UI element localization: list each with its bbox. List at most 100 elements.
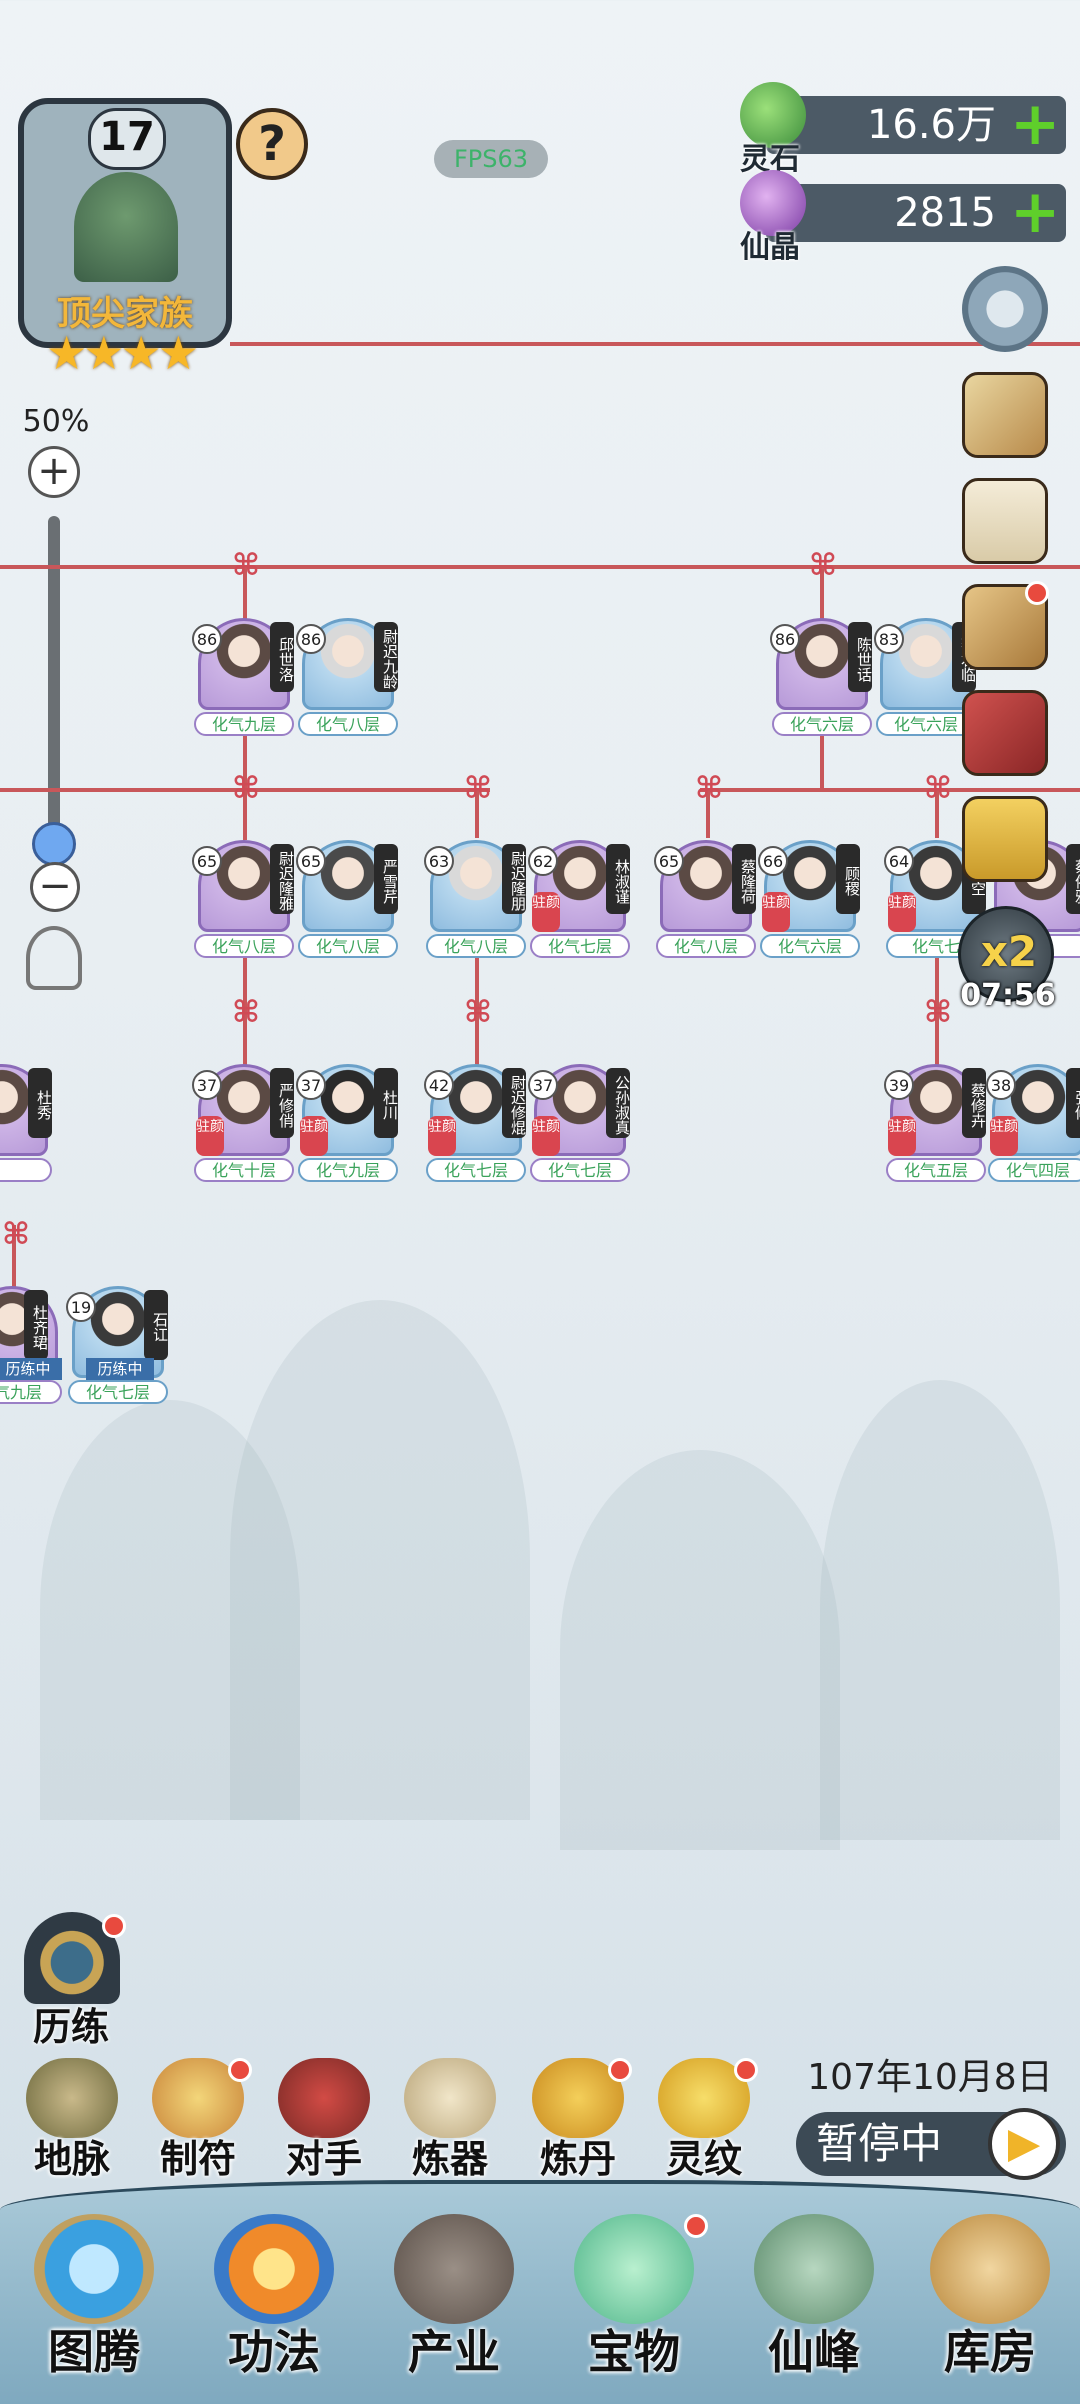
member-age: 37 — [296, 1070, 326, 1100]
member-name: 公孙淑真 — [606, 1068, 630, 1138]
member-rank: 一层 — [0, 1158, 52, 1182]
nav-treasure-button[interactable]: 宝物 — [544, 2214, 724, 2379]
menu-forge-button[interactable]: 炼器 — [394, 2058, 506, 2181]
family-member-card[interactable]: 37 公孙淑真 驻颜 化气七层 — [528, 1064, 632, 1184]
family-member-card[interactable]: 65 严雪芹 化气八层 — [296, 840, 400, 960]
family-member-card[interactable]: 37 杜川 驻颜 化气九层 — [296, 1064, 400, 1184]
family-level-badge: 17 — [88, 108, 166, 170]
menu-earth-vein-button[interactable]: 地脉 — [16, 2058, 128, 2181]
speed-multiplier: x2 — [980, 927, 1038, 976]
member-name: 尉迟隆雅 — [270, 844, 294, 914]
training-button[interactable]: 历练 — [16, 1912, 126, 2049]
family-member-card[interactable]: 63 尉迟隆朋 化气八层 — [424, 840, 528, 960]
scroll-quest-icon[interactable] — [962, 581, 1049, 670]
play-icon[interactable]: ▶ — [988, 2108, 1060, 2180]
notification-dot — [684, 2214, 708, 2238]
member-age: 37 — [528, 1070, 558, 1100]
member-age: 86 — [770, 624, 800, 654]
family-member-card[interactable]: 86 陈世话 化气六层 — [770, 618, 874, 738]
zoom-in-button[interactable]: + — [28, 446, 80, 498]
scroll-map-icon[interactable] — [962, 372, 1048, 458]
menu-rival-button[interactable]: 对手 — [268, 2058, 380, 2181]
family-member-card[interactable]: 86 邱世洛 化气九层 — [192, 618, 296, 738]
family-member-card[interactable]: 65 尉迟隆雅 化气八层 — [192, 840, 296, 960]
peak-mountain-icon — [754, 2214, 874, 2324]
marriage-knot-icon: ⌘ — [924, 995, 952, 1030]
member-name: 杜川 — [374, 1068, 398, 1138]
family-member-card[interactable]: 19 石讧 历练中 化气七层 — [66, 1286, 170, 1406]
zoom-out-button[interactable]: − — [30, 862, 80, 912]
tree-line — [706, 788, 710, 838]
red-book-icon[interactable] — [962, 690, 1048, 776]
family-member-card[interactable]: 42 尉迟修焜 驻颜 化气七层 — [424, 1064, 528, 1184]
zoom-slider-track[interactable] — [48, 516, 60, 844]
member-rank: 化气九层 — [194, 712, 294, 736]
nav-industry-button[interactable]: 产业 — [364, 2214, 544, 2379]
menu-alchemy-button[interactable]: 炼丹 — [522, 2058, 634, 2181]
add-immortal-crystal-button[interactable]: + — [1010, 177, 1061, 247]
nav-label: 宝物 — [588, 2325, 680, 2379]
menu-spirit-pattern-button[interactable]: 灵纹 — [648, 2058, 760, 2181]
marriage-knot-icon: ⌘ — [232, 771, 260, 806]
nav-peak-button[interactable]: 仙峰 — [724, 2214, 904, 2379]
location-pin-icon[interactable] — [26, 926, 82, 990]
nav-totem-button[interactable]: 图腾 — [4, 2214, 184, 2379]
family-stars: ★★★★ — [46, 326, 199, 380]
family-member-card[interactable]: 杜齐珺 历练中 气九层 — [0, 1286, 64, 1406]
member-rank: 化气八层 — [194, 934, 294, 958]
family-member-card[interactable]: 66 顾稷 驻颜 化气六层 — [758, 840, 862, 960]
plaque-icon[interactable] — [962, 796, 1048, 882]
family-member-card[interactable]: 37 严修俏 驻颜 化气十层 — [192, 1064, 296, 1184]
member-name: 尉迟修焜 — [502, 1068, 526, 1138]
member-name: 严修俏 — [270, 1068, 294, 1138]
family-member-card[interactable]: 83 蔡君临 化气六层 — [874, 618, 978, 738]
member-age: 39 — [884, 1070, 914, 1100]
member-rank: 化气十层 — [194, 1158, 294, 1182]
taiji-settings-icon[interactable] — [962, 266, 1048, 352]
immortal-crystal-value: 2815 — [894, 190, 996, 236]
immortal-crystal-bar: 仙晶 2815 + — [740, 170, 1066, 265]
speed-boost-button[interactable]: x2 — [958, 906, 1054, 1002]
zoom-slider-handle[interactable] — [32, 822, 76, 866]
member-rank: 化气八层 — [656, 934, 756, 958]
menu-talisman-button[interactable]: 制符 — [142, 2058, 254, 2181]
notification-dot — [102, 1914, 126, 1938]
tree-line — [0, 565, 1080, 569]
family-member-card[interactable]: 86 尉迟九龄 化气八层 — [296, 618, 400, 738]
family-emblem[interactable]: 17 顶尖家族 — [18, 98, 232, 348]
member-age: 65 — [654, 846, 684, 876]
family-member-card[interactable]: 65 蔡隆荷 化气八层 — [654, 840, 758, 960]
nav-storehouse-button[interactable]: 库房 — [900, 2214, 1080, 2379]
nav-technique-button[interactable]: 功法 — [184, 2214, 364, 2379]
member-name: 林淑谨 — [606, 844, 630, 914]
member-name: 蔡隆荷 — [732, 844, 756, 914]
member-rank: 化气六层 — [876, 712, 976, 736]
family-member-card[interactable]: 杜秀 一层 — [0, 1064, 54, 1184]
member-name: 张修 — [1066, 1068, 1080, 1138]
marriage-knot-icon: ⌘ — [2, 1217, 30, 1252]
member-age: 83 — [874, 624, 904, 654]
member-age: 62 — [528, 846, 558, 876]
family-member-card[interactable]: 38 张修 驻颜 化气四层 — [986, 1064, 1080, 1184]
youth-preserved-badge: 驻颜 — [532, 892, 560, 932]
zoom-percent: 50% — [22, 404, 90, 439]
training-label: 历练 — [32, 2005, 109, 2049]
family-member-card[interactable]: 39 蔡修卉 驻颜 化气五层 — [884, 1064, 988, 1184]
member-age: 86 — [192, 624, 222, 654]
youth-preserved-badge: 驻颜 — [428, 1116, 456, 1156]
pause-button[interactable]: 暂停中 ▶ — [796, 2108, 1066, 2180]
member-rank: 化气八层 — [298, 934, 398, 958]
nav-label: 产业 — [408, 2325, 500, 2379]
family-member-card[interactable]: 62 林淑谨 驻颜 化气七层 — [528, 840, 632, 960]
add-spirit-stone-button[interactable]: + — [1010, 89, 1061, 159]
speed-timer: 07:56 — [960, 978, 1056, 1013]
help-button[interactable]: ? — [236, 108, 308, 180]
member-rank: 化气六层 — [760, 934, 860, 958]
treasure-jade-icon — [574, 2214, 694, 2324]
nav-label: 图腾 — [48, 2325, 140, 2379]
letters-icon[interactable] — [962, 478, 1048, 564]
family-member-card[interactable]: 64 隆空 驻颜 化气七 — [884, 840, 988, 960]
nav-label: 仙峰 — [768, 2325, 860, 2379]
forge-scroll-icon — [404, 2058, 496, 2138]
tree-line — [12, 1225, 16, 1295]
